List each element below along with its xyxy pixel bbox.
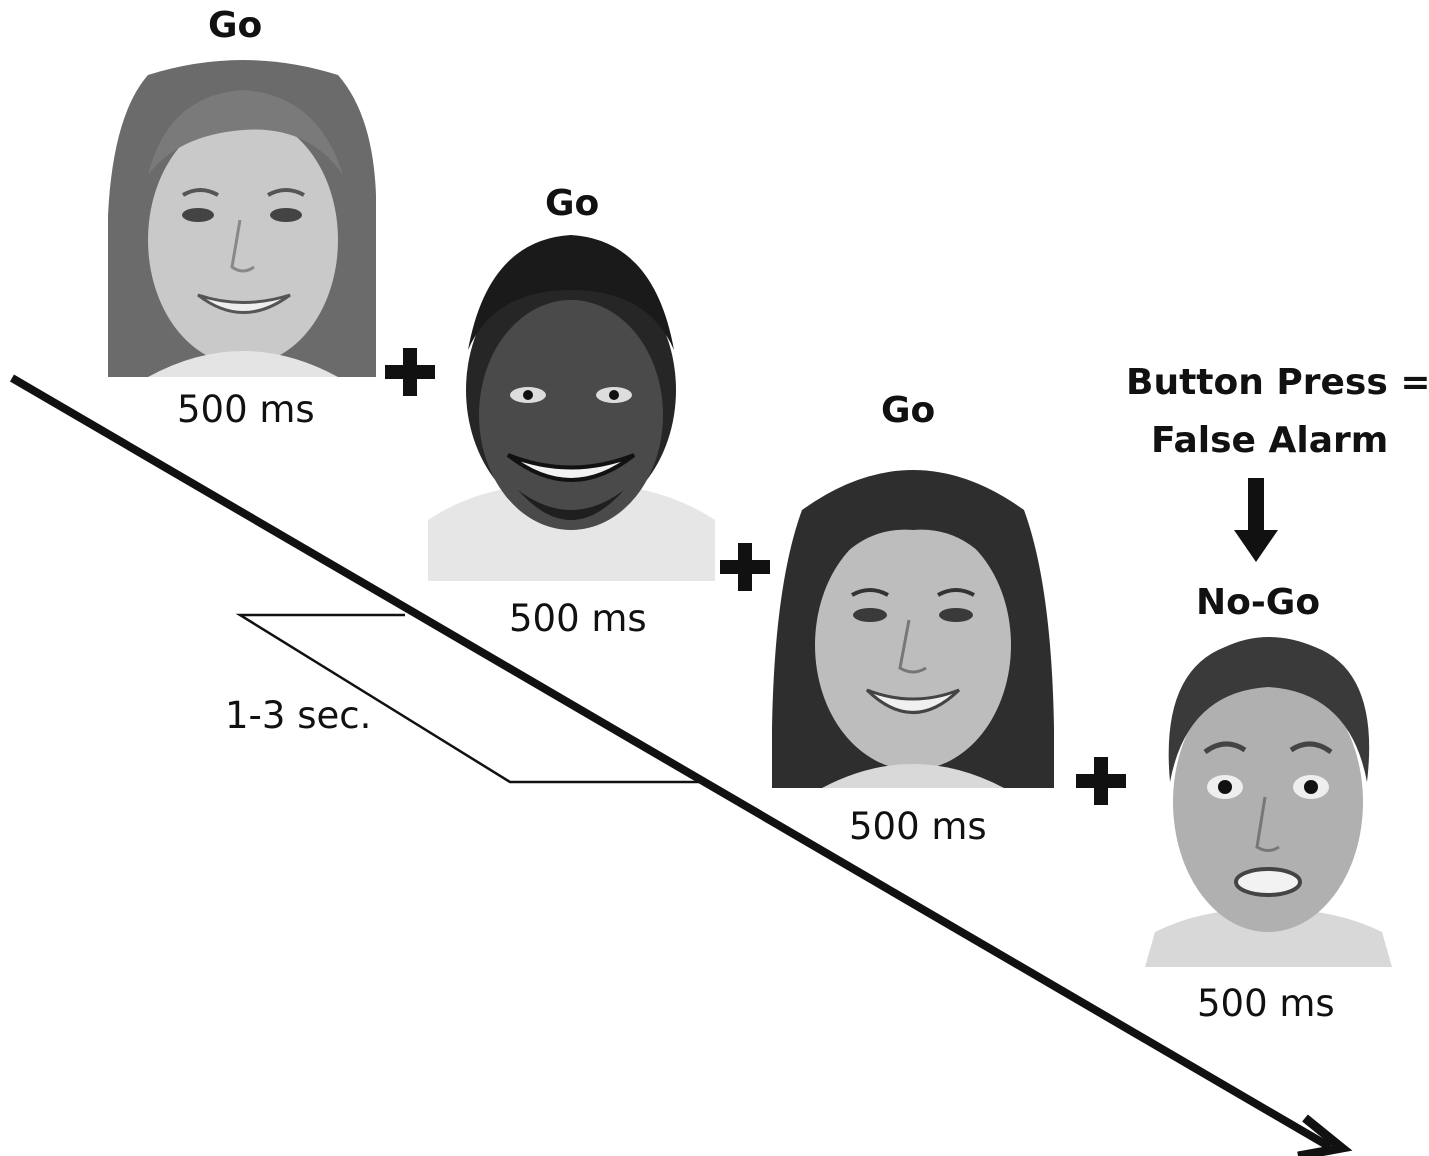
duration-label: 500 ms xyxy=(1197,982,1335,1025)
duration-label: 500 ms xyxy=(177,388,315,431)
duration-label: 500 ms xyxy=(849,805,987,848)
smiling-male-face-photo xyxy=(428,235,715,581)
plus-icon xyxy=(1076,757,1126,805)
fearful-male-face-photo xyxy=(1145,637,1392,967)
condition-label: No-Go xyxy=(1196,582,1321,623)
arrow-down-icon xyxy=(1234,478,1278,562)
duration-label: 500 ms xyxy=(509,597,647,640)
condition-label: Go xyxy=(881,390,936,431)
condition-label: Go xyxy=(208,5,263,46)
plus-icon xyxy=(720,543,770,591)
arrow-right-icon xyxy=(1297,1114,1353,1156)
annotation-line-1: Button Press = xyxy=(1126,362,1429,403)
iti-bracket xyxy=(235,613,700,784)
iti-label: 1-3 sec. xyxy=(225,694,372,737)
annotation-line-2: False Alarm xyxy=(1151,420,1389,461)
smiling-female-face-photo xyxy=(772,470,1054,788)
time-arrow-line xyxy=(9,374,1333,1151)
condition-label: Go xyxy=(545,183,600,224)
plus-icon xyxy=(385,348,435,396)
smiling-female-face-photo xyxy=(108,60,376,377)
